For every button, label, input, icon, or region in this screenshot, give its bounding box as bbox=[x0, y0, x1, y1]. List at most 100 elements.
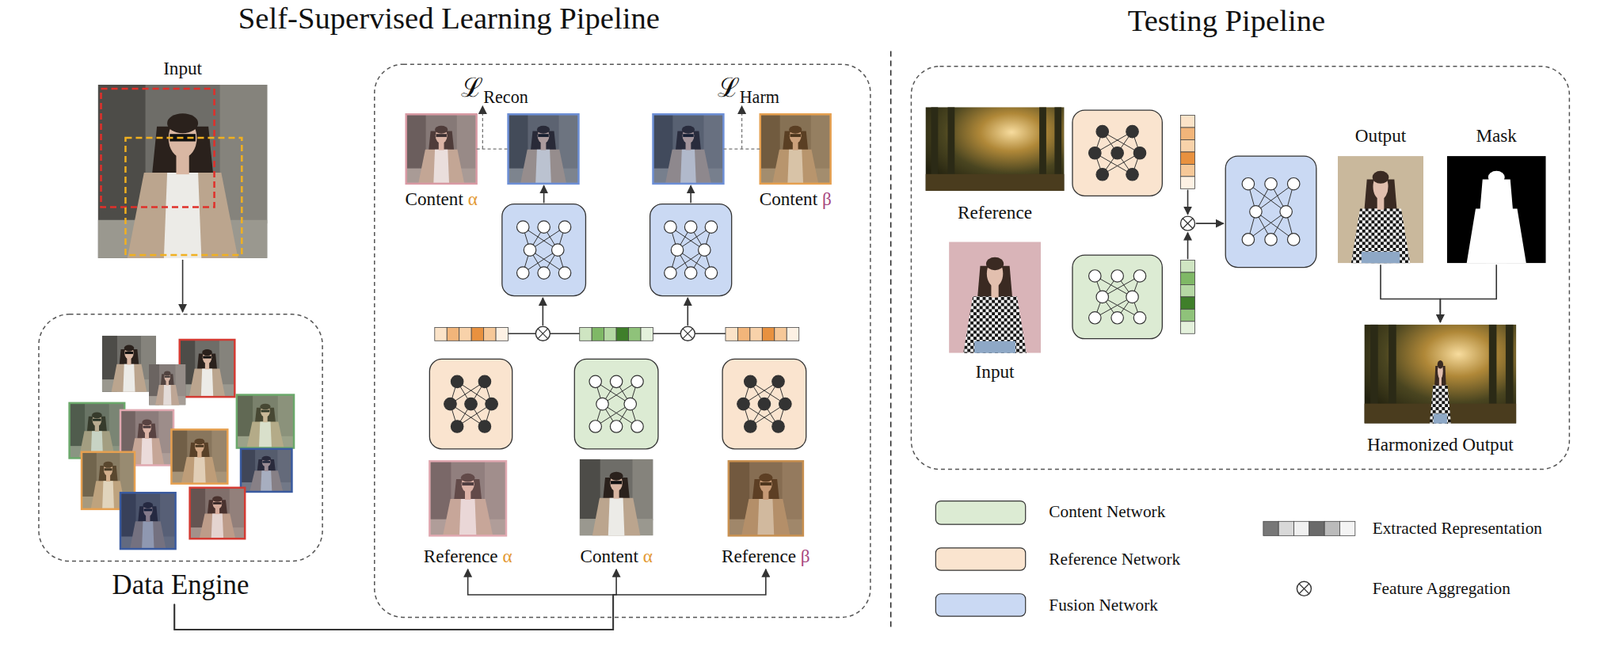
network-neuron bbox=[537, 220, 550, 233]
vector-cell bbox=[495, 327, 508, 342]
vector-cell bbox=[640, 327, 653, 342]
photo bbox=[1337, 156, 1424, 263]
caption: Content α bbox=[405, 188, 478, 210]
network-neuron bbox=[1126, 125, 1139, 138]
feature-link bbox=[652, 332, 681, 335]
photo bbox=[579, 459, 654, 537]
network-neuron bbox=[1111, 270, 1124, 282]
reference-image: Reference α bbox=[423, 460, 513, 568]
network-neuron bbox=[631, 375, 644, 388]
photo bbox=[508, 114, 580, 184]
network-box bbox=[1072, 110, 1162, 196]
network-neuron bbox=[631, 420, 644, 433]
legend-text: Feature Aggregation bbox=[1372, 579, 1511, 599]
network-neuron bbox=[1287, 233, 1300, 246]
feature-vector bbox=[725, 327, 800, 342]
data-engine: Data Engine bbox=[38, 314, 323, 602]
photo-background bbox=[171, 429, 228, 484]
feature-vector bbox=[1180, 260, 1196, 335]
crop-box bbox=[125, 137, 242, 256]
photo bbox=[760, 114, 831, 184]
output-image: Content β bbox=[759, 114, 832, 210]
photo-tint bbox=[171, 429, 228, 484]
network-neuron bbox=[558, 220, 571, 233]
vector-cell bbox=[434, 327, 447, 342]
network-box bbox=[1225, 156, 1317, 267]
shirt bbox=[163, 172, 202, 259]
shirt bbox=[1485, 209, 1507, 264]
photo-tint bbox=[508, 114, 580, 184]
vector-cell bbox=[483, 327, 496, 342]
network-neuron bbox=[596, 397, 609, 410]
hair-top bbox=[201, 349, 213, 356]
feature-vector bbox=[579, 327, 654, 342]
caption: Reference β bbox=[721, 545, 811, 568]
photo-background bbox=[236, 395, 294, 449]
aggregation-cross bbox=[537, 328, 549, 340]
photo-tint bbox=[190, 487, 246, 539]
vector-cell bbox=[1180, 176, 1196, 189]
photo-border bbox=[429, 460, 507, 536]
divider bbox=[890, 50, 892, 628]
network-neuron bbox=[478, 375, 491, 388]
legend-swatch bbox=[935, 548, 1025, 571]
legend-text: Content Network bbox=[1048, 502, 1166, 522]
vector-cell bbox=[1180, 284, 1196, 297]
photo-tint bbox=[236, 395, 294, 449]
photo-background bbox=[429, 460, 507, 536]
caption: Content α bbox=[579, 545, 652, 568]
aggregation-symbol bbox=[1296, 581, 1311, 596]
network-neuron bbox=[737, 397, 750, 410]
vector-cell bbox=[604, 327, 617, 342]
connector bbox=[182, 259, 184, 313]
photo-background bbox=[120, 492, 176, 549]
network-neuron bbox=[684, 220, 697, 233]
photo-background bbox=[148, 364, 186, 406]
content-image: Content α bbox=[579, 459, 654, 568]
network-block bbox=[574, 358, 659, 449]
caption: Content β bbox=[759, 188, 832, 210]
photo bbox=[120, 492, 176, 549]
tree-trunk bbox=[1370, 324, 1379, 409]
network-neuron bbox=[1096, 290, 1109, 303]
network-neuron bbox=[1249, 205, 1262, 218]
vector-cell bbox=[1180, 308, 1196, 321]
photo-border bbox=[406, 114, 477, 184]
hair-top bbox=[1437, 360, 1444, 369]
photo-border bbox=[179, 339, 236, 397]
network-neuron bbox=[450, 420, 463, 433]
photo-tint bbox=[240, 449, 292, 492]
vector-cell bbox=[1180, 297, 1196, 309]
network-neuron bbox=[1111, 312, 1124, 324]
network-neuron bbox=[450, 375, 463, 388]
vector-cell bbox=[786, 327, 799, 342]
photo bbox=[925, 106, 1064, 191]
loss-link bbox=[476, 148, 509, 149]
legend-text: Extracted Representation bbox=[1372, 518, 1543, 538]
body bbox=[110, 364, 149, 393]
tree-trunk bbox=[1054, 106, 1062, 179]
network-neuron bbox=[772, 420, 785, 433]
photo-tint bbox=[652, 114, 724, 184]
vector-cell bbox=[1180, 139, 1196, 152]
network-neuron bbox=[684, 266, 697, 279]
vector-cell bbox=[616, 327, 629, 342]
body bbox=[188, 369, 227, 398]
network-neuron bbox=[779, 397, 792, 410]
vector-cell bbox=[774, 327, 787, 342]
vector-cell bbox=[1309, 521, 1325, 536]
network-neuron bbox=[485, 397, 498, 410]
photo-border bbox=[240, 449, 292, 492]
aggregation-symbol bbox=[1180, 216, 1196, 231]
caption: Reference bbox=[957, 201, 1033, 224]
crop-box bbox=[101, 88, 215, 207]
hair-top bbox=[124, 345, 134, 352]
feature-link bbox=[549, 332, 580, 335]
panel-title: Testing Pipeline bbox=[1127, 3, 1326, 39]
feature-link bbox=[694, 332, 726, 335]
legend-swatch bbox=[935, 594, 1025, 617]
network-neuron bbox=[1126, 168, 1139, 181]
connector bbox=[1380, 264, 1440, 322]
photo-tint bbox=[69, 403, 126, 459]
